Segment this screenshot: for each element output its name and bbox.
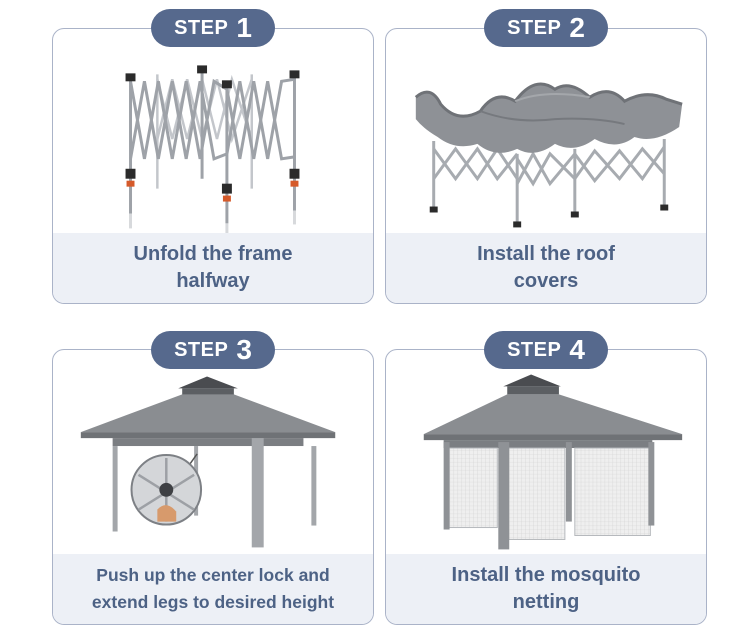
step-word: STEP [507,338,562,361]
step-number: 3 [236,334,252,365]
step-2-badge: STEP 2 [484,9,608,47]
step-word: STEP [174,16,229,39]
gazebo-netting-icon [423,374,683,550]
step-1-badge: STEP 1 [151,9,275,47]
step-3-caption: Push up the center lock and extend legs … [53,554,373,624]
step-4-card: Install the mosquito netting [385,349,707,625]
step-3-card: Push up the center lock and extend legs … [52,349,374,625]
frame-icon [125,65,300,235]
step-number: 1 [236,12,252,43]
step-1-card: Unfold the frame halfway [52,28,374,304]
step-word: STEP [507,16,562,39]
step-1-caption: Unfold the frame halfway [53,233,373,303]
step-4-badge: STEP 4 [484,331,608,369]
step-2-caption: Install the roof covers [386,233,706,303]
step-2-card: Install the roof covers [385,28,707,304]
gazebo-icon [80,376,336,548]
step-4-caption: Install the mosquito netting [386,554,706,624]
step-3-badge: STEP 3 [151,331,275,369]
step-number: 4 [569,334,585,365]
step-number: 2 [569,12,585,43]
roof-cover-icon [414,82,683,228]
step-word: STEP [174,338,229,361]
